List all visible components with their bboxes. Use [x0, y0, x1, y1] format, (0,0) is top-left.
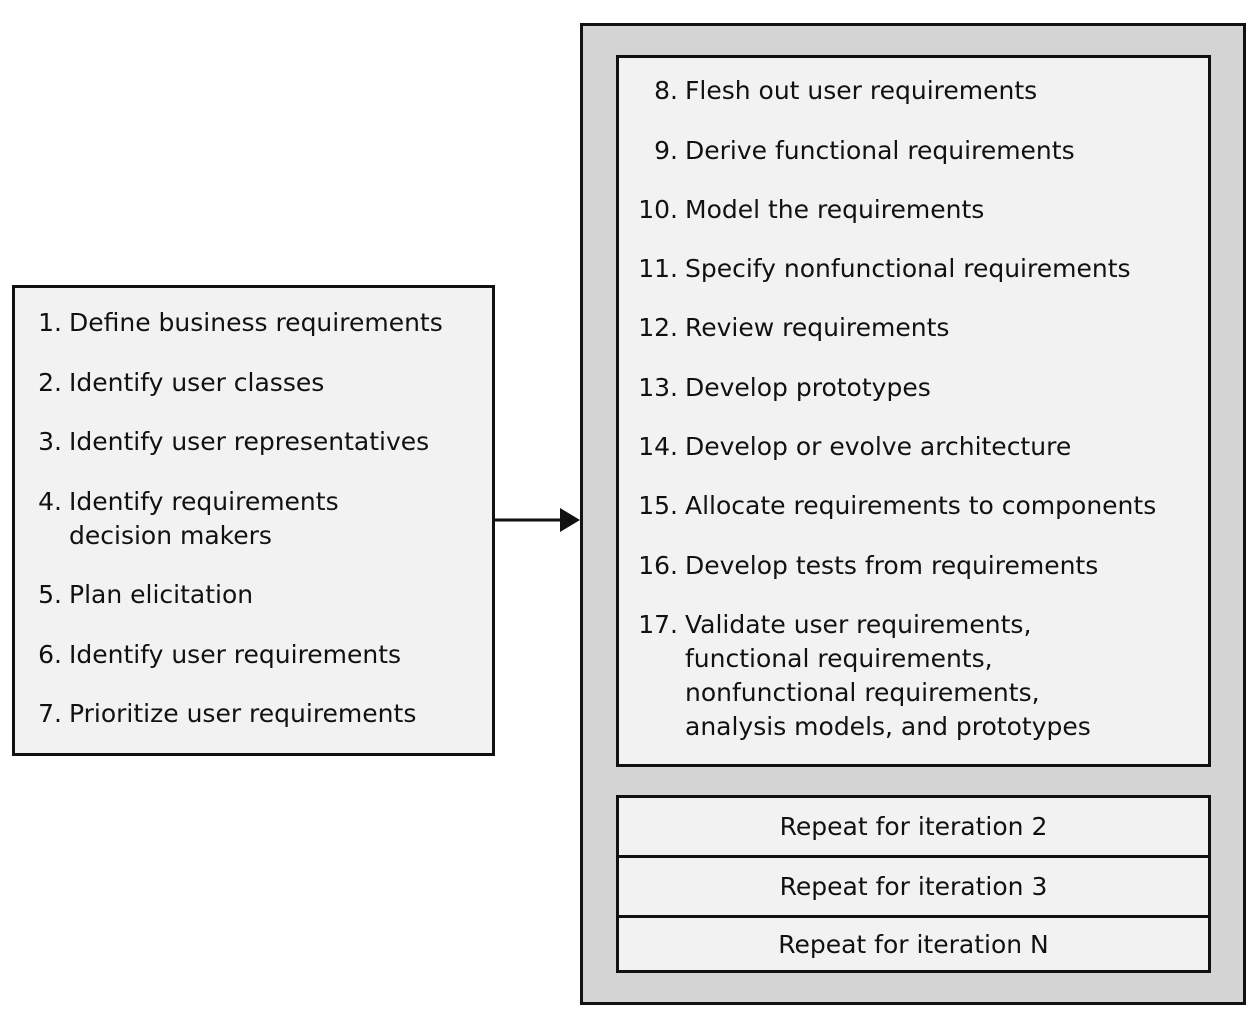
- step-1: 1. Define business requirements: [34, 306, 474, 340]
- step-number: 4.: [38, 487, 62, 516]
- step-9: 9. Derive functional requirements: [638, 134, 1198, 168]
- step-17: 17. Validate user requirements, function…: [638, 608, 1198, 744]
- step-text: Allocate requirements to components: [685, 491, 1157, 520]
- step-text: Develop prototypes: [685, 373, 931, 402]
- step-7: 7. Prioritize user requirements: [34, 697, 474, 731]
- step-text: Review requirements: [685, 313, 950, 342]
- step-8: 8. Flesh out user requirements: [638, 74, 1198, 108]
- step-text: Develop tests from requirements: [685, 551, 1099, 580]
- step-text: Prioritize user requirements: [69, 699, 417, 728]
- step-number: 11.: [638, 254, 678, 283]
- step-number: 14.: [638, 432, 678, 461]
- step-number: 9.: [654, 136, 678, 165]
- step-15: 15. Allocate requirements to components: [638, 489, 1198, 523]
- step-text: Specify nonfunctional requirements: [685, 254, 1131, 283]
- repeat-iteration-3: Repeat for iteration 3: [616, 855, 1211, 918]
- step-number: 5.: [38, 580, 62, 609]
- initial-steps-box: [12, 285, 495, 756]
- step-3: 3. Identify user representatives: [34, 425, 474, 459]
- step-2: 2. Identify user classes: [34, 366, 474, 400]
- repeat-iteration-2: Repeat for iteration 2: [616, 795, 1211, 858]
- step-number: 16.: [638, 551, 678, 580]
- step-11: 11. Specify nonfunctional requirements: [638, 252, 1198, 286]
- step-number: 2.: [38, 368, 62, 397]
- step-number: 17.: [638, 610, 678, 639]
- step-4: 4. Identify requirements decision makers: [34, 485, 464, 553]
- step-14: 14. Develop or evolve architecture: [638, 430, 1198, 464]
- step-16: 16. Develop tests from requirements: [638, 549, 1198, 583]
- step-text: Derive functional requirements: [685, 136, 1075, 165]
- step-number: 13.: [638, 373, 678, 402]
- step-13: 13. Develop prototypes: [638, 371, 1198, 405]
- step-number: 6.: [38, 640, 62, 669]
- step-number: 8.: [654, 76, 678, 105]
- step-6: 6. Identify user requirements: [34, 638, 474, 672]
- step-number: 7.: [38, 699, 62, 728]
- step-text: Identify user requirements: [69, 640, 402, 669]
- step-12: 12. Review requirements: [638, 311, 1198, 345]
- step-text: Flesh out user requirements: [685, 76, 1038, 105]
- step-text: Validate user requirements, functional r…: [685, 610, 1091, 741]
- step-10: 10. Model the requirements: [638, 193, 1198, 227]
- step-text: Identify requirements decision makers: [69, 487, 339, 550]
- step-text: Model the requirements: [685, 195, 985, 224]
- step-number: 1.: [38, 308, 62, 337]
- iteration-steps-box: [616, 55, 1211, 767]
- step-text: Define business requirements: [69, 308, 443, 337]
- step-text: Identify user classes: [69, 368, 325, 397]
- step-text: Identify user representatives: [69, 427, 430, 456]
- step-number: 10.: [638, 195, 678, 224]
- repeat-iteration-n: Repeat for iteration N: [616, 915, 1211, 973]
- step-number: 3.: [38, 427, 62, 456]
- step-text: Plan elicitation: [69, 580, 254, 609]
- arrow-head: [560, 508, 580, 532]
- step-text: Develop or evolve architecture: [685, 432, 1072, 461]
- step-5: 5. Plan elicitation: [34, 578, 474, 612]
- step-number: 15.: [638, 491, 678, 520]
- step-number: 12.: [638, 313, 678, 342]
